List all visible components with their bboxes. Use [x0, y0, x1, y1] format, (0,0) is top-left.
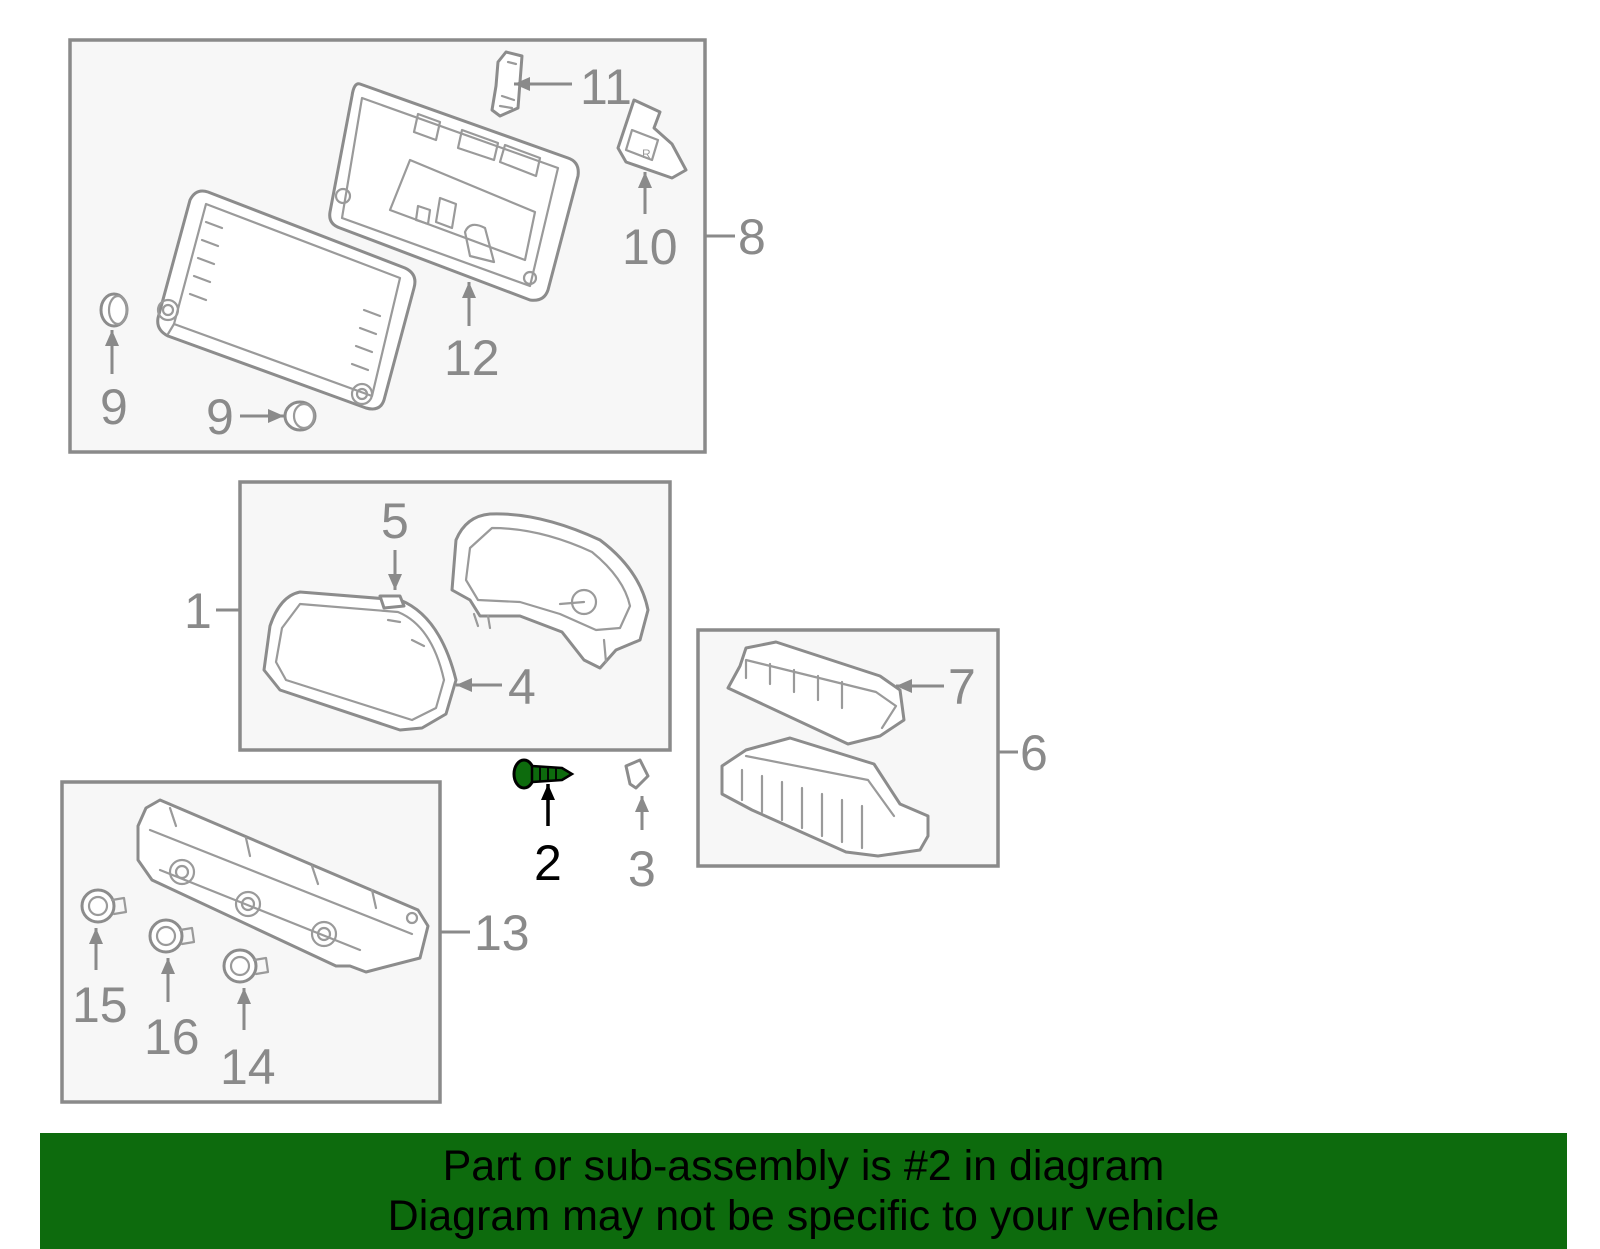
- callout-16: 16: [144, 1009, 200, 1065]
- callout-8: 8: [738, 209, 766, 265]
- callout-9-bottom: 9: [206, 389, 234, 445]
- callout-5: 5: [381, 493, 409, 549]
- leader-line-part-3: [635, 796, 649, 830]
- module-housing[interactable]: [720, 736, 930, 858]
- housing-part-12[interactable]: [328, 82, 580, 302]
- cap-part-9-left[interactable]: [99, 292, 129, 328]
- footer-line-part-info: Part or sub-assembly is #2 in diagram: [442, 1142, 1165, 1190]
- leader-lines-group-8: [105, 77, 735, 423]
- footer-text: Part or sub-assembly is #2 in diagram Di…: [40, 1141, 1567, 1241]
- lens-part-4[interactable]: [262, 590, 458, 732]
- callout-14: 14: [220, 1039, 276, 1095]
- display-screen[interactable]: [156, 189, 417, 411]
- callout-6: 6: [1020, 725, 1048, 781]
- callout-7: 7: [948, 659, 976, 715]
- bracket-part-11[interactable]: [490, 50, 524, 118]
- callout-12: 12: [444, 330, 500, 386]
- footer-line-disclaimer: Diagram may not be specific to your vehi…: [387, 1192, 1220, 1240]
- clip-part-3[interactable]: [624, 758, 650, 790]
- leader-lines-group-1: [216, 550, 502, 692]
- leader-line-part-2: [541, 784, 555, 826]
- knob-part-14[interactable]: [222, 948, 270, 984]
- cluster-body[interactable]: [450, 512, 650, 670]
- leader-lines-group-13: [89, 928, 470, 1030]
- climate-panel-part-13[interactable]: [136, 798, 430, 974]
- screw-part-2[interactable]: [512, 758, 575, 790]
- leader-lines-group-6: [896, 679, 1018, 754]
- svg-text:R: R: [642, 147, 651, 161]
- callout-2: 2: [534, 835, 562, 891]
- callout-10: 10: [622, 219, 678, 275]
- cap-part-9-bottom[interactable]: [283, 400, 317, 432]
- module-cover-part-7[interactable]: [726, 640, 906, 746]
- callout-11: 11: [580, 59, 632, 115]
- clip-part-5[interactable]: [378, 594, 406, 610]
- callout-4: 4: [508, 659, 536, 715]
- callout-13: 13: [474, 905, 530, 961]
- callout-9-left: 9: [100, 379, 128, 435]
- callout-3: 3: [628, 841, 656, 897]
- knob-part-16[interactable]: [148, 918, 196, 954]
- callout-15: 15: [72, 977, 128, 1033]
- footer-banner: Part or sub-assembly is #2 in diagram Di…: [40, 1133, 1567, 1249]
- switch-part-10[interactable]: R: [616, 98, 688, 180]
- callout-1: 1: [184, 583, 212, 639]
- knob-part-15[interactable]: [80, 888, 128, 924]
